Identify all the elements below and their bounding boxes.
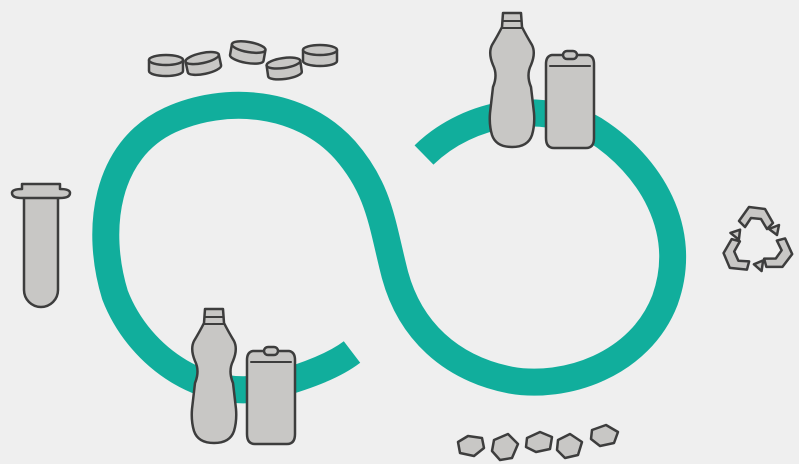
- bottle-icon: [192, 309, 237, 443]
- recycle-arrows-icon: [715, 207, 797, 280]
- crushed-flakes-icon: [458, 425, 618, 460]
- bottle-caps-icon: [149, 39, 337, 81]
- preform-tube-icon: [12, 184, 70, 307]
- can-icon: [247, 347, 295, 444]
- can-icon: [546, 51, 594, 148]
- bottle-icon: [490, 13, 535, 147]
